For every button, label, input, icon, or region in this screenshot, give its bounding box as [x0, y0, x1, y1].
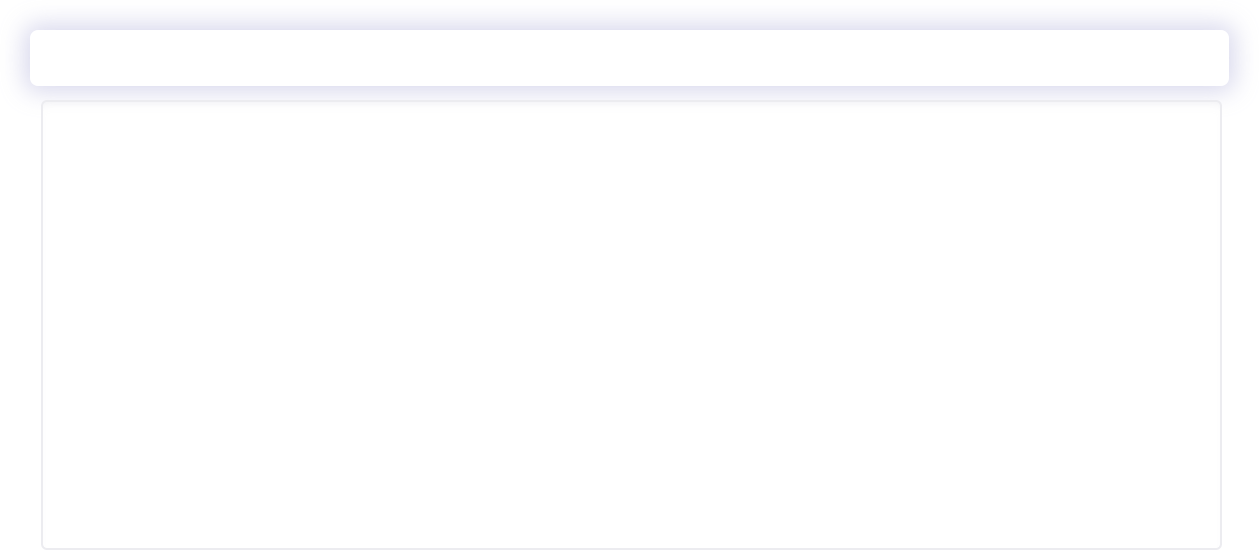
header-bar	[30, 30, 1229, 86]
content-panel	[41, 100, 1222, 550]
